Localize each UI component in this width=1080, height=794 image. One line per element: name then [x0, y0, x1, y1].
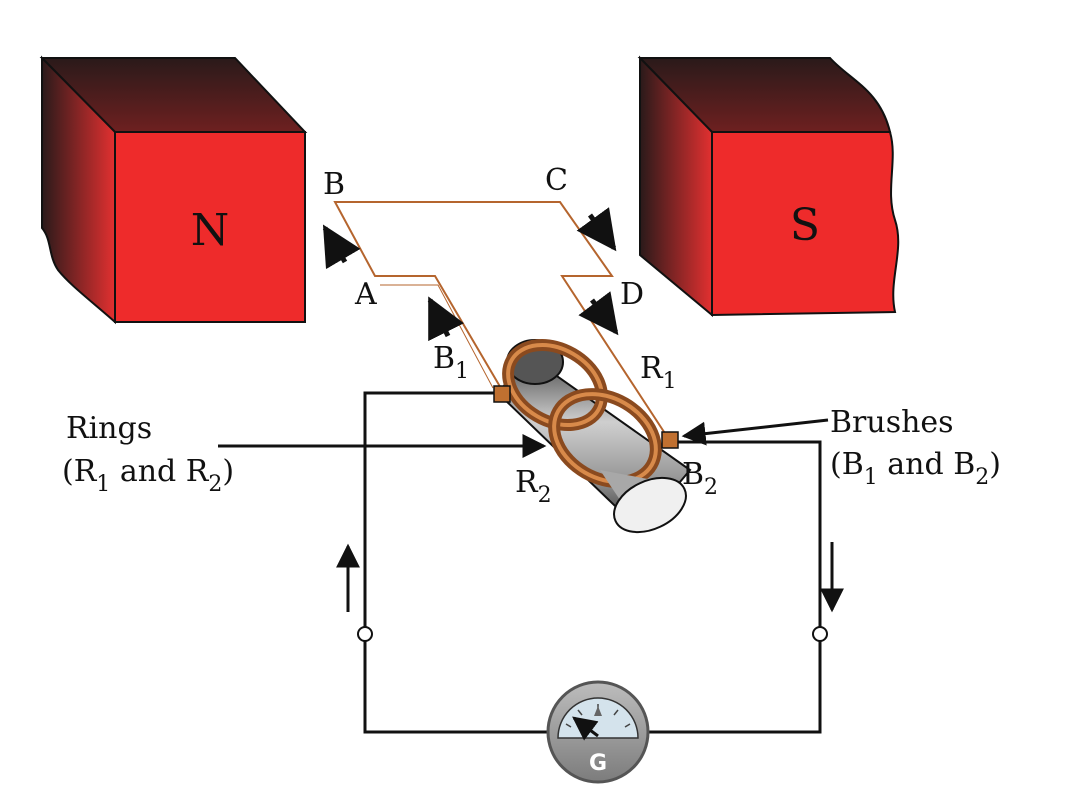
- shaft-and-rings: [493, 339, 692, 534]
- arrow-icon: [322, 224, 361, 270]
- south-pole-label: S: [790, 200, 820, 251]
- coil-abcd: B C A D: [323, 163, 669, 439]
- coil-label-d: D: [620, 277, 644, 312]
- rings-title: Rings: [66, 411, 152, 446]
- north-pole-label: N: [191, 205, 230, 256]
- brushes-title: Brushes: [830, 405, 954, 440]
- arrow-icon: [576, 207, 617, 252]
- galvanometer-label: G: [589, 751, 607, 776]
- slip-ring-r2: [548, 388, 662, 488]
- slip-ring-r1: [502, 339, 608, 431]
- terminal-icon: [357, 626, 373, 642]
- label-b1: B1: [433, 341, 469, 384]
- brush-b1: [493, 385, 511, 403]
- north-magnet: N: [39, 55, 308, 325]
- rings-callout: Rings (R1 and R2): [62, 411, 547, 497]
- label-b2: B2: [682, 457, 718, 500]
- coil-label-a: A: [354, 277, 377, 312]
- brushes-callout: Brushes (B1 and B2): [681, 405, 1001, 490]
- arrow-icon: [427, 296, 464, 342]
- terminal-icon: [812, 626, 828, 642]
- south-magnet: S: [637, 55, 900, 318]
- arrow-icon: [578, 291, 619, 336]
- label-r2: R2: [515, 465, 552, 508]
- label-r1: R1: [640, 351, 677, 394]
- coil-current-arrows: [322, 207, 619, 342]
- coil-label-c: C: [545, 163, 568, 198]
- external-circuit: [336, 391, 844, 734]
- rings-subtitle: (R1 and R2): [62, 454, 234, 497]
- galvanometer: G: [546, 680, 650, 784]
- brushes-subtitle: (B1 and B2): [830, 447, 1001, 490]
- arrow-icon: [681, 418, 829, 446]
- brush-b2: [661, 431, 679, 449]
- ring-brush-labels: B1 R1 R2 B2: [433, 341, 718, 508]
- coil-label-b: B: [323, 167, 345, 202]
